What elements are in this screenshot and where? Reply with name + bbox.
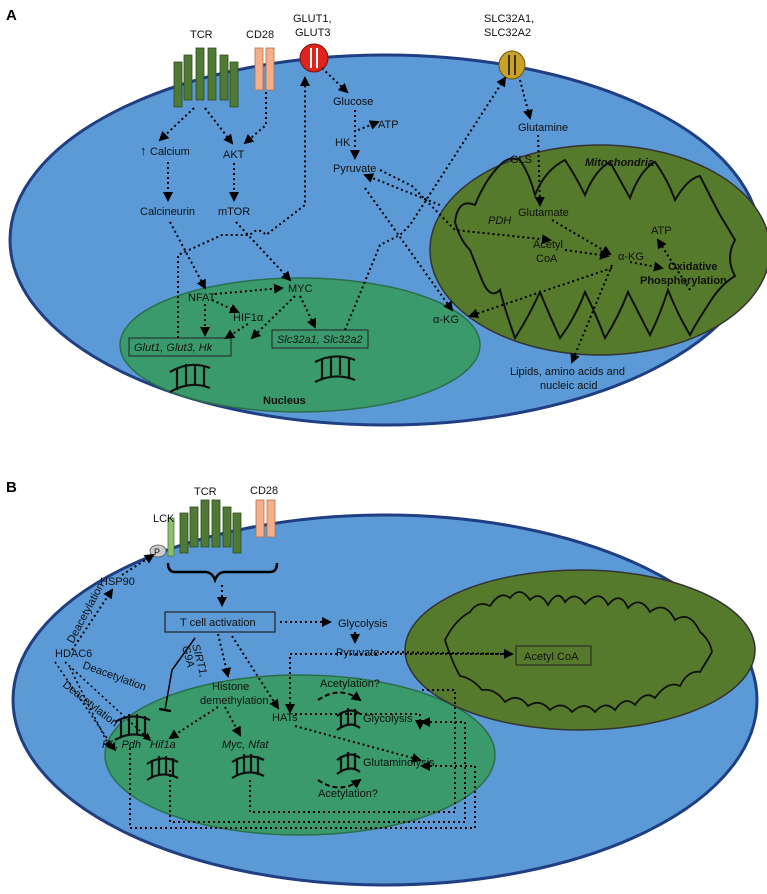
mitochondria-b-cristae [444, 591, 713, 714]
acetylation-top-label: Acetylation? [320, 678, 380, 690]
tcell-activation-box [164, 611, 276, 633]
lck-label: LCK [153, 513, 175, 525]
panel-a-arrows [158, 67, 691, 364]
cd28-label-b: CD28 [250, 485, 278, 497]
atp-label-1: ATP [378, 119, 399, 131]
akg-mito-label: α-KG [618, 251, 644, 263]
panel-b-arrows [54, 553, 514, 829]
pyruvate-label-a: Pyruvate [333, 163, 376, 175]
glycolysis-nuc-label: Glycolysis [363, 713, 413, 725]
nucleus-label: Nucleus [263, 395, 306, 407]
lck-bar [167, 517, 175, 557]
acetyl-label-line2: CoA [536, 253, 558, 265]
slc-label-line2: SLC32A2 [484, 27, 531, 39]
panel-a-label: A [6, 7, 17, 24]
mitochondria-a-cristae [453, 157, 737, 341]
glut-genes-label: Glut1, Glut3, Hk [134, 342, 213, 354]
nucleus-b [104, 674, 496, 836]
slc-label-line1: SLC32A1, [484, 13, 534, 25]
pyruvate-label-b: Pyruvate [336, 647, 379, 659]
acetyl-coa-label: Acetyl CoA [524, 651, 579, 663]
glut-label-line2: GLUT3 [295, 27, 330, 39]
tcell-activation-label: T cell activation [180, 617, 256, 629]
glut-label-line1: GLUT1, [293, 13, 332, 25]
dna-icon-b5 [336, 752, 361, 775]
hsp90-label: HSP90 [100, 576, 135, 588]
acetylation-bottom-label: Acetylation? [318, 788, 378, 800]
glycolysis-top-label: Glycolysis [338, 618, 388, 630]
myc-label: MYC [288, 283, 313, 295]
glutamate-label: Glutamate [518, 207, 569, 219]
hdac6-label: HDAC6 [55, 648, 92, 660]
histone-label-line1: Histone [212, 681, 249, 693]
atp-label-2: ATP [651, 225, 672, 237]
nucleus-a [119, 277, 481, 413]
akg-cyto-label: α-KG [433, 314, 459, 326]
calcineurin-label: Calcineurin [140, 206, 195, 218]
myc-nfat-label: Myc, Nfat [222, 739, 269, 751]
slc-genes-box [271, 329, 369, 349]
gls-label: GLS [510, 154, 532, 166]
cd28-label-a: CD28 [246, 29, 274, 41]
akt-label: AKT [223, 149, 245, 161]
slc-genes-label: Slc32a1, Slc32a2 [277, 334, 363, 346]
tcr-label-a: TCR [190, 29, 213, 41]
mitochondria-a [429, 144, 767, 356]
hk-label: HK [335, 137, 351, 149]
pdh-label: PDH [488, 215, 511, 227]
histone-label-line2: demethylation [200, 695, 269, 707]
hats-label: HATs [272, 712, 298, 724]
lipids-label-line1: Lipids, amino acids and [510, 366, 625, 378]
glutaminolysis-label: Glutaminolysis [363, 757, 435, 769]
dna-icon-b3 [231, 754, 265, 779]
hif1a-label: HIF1α [233, 312, 264, 324]
dna-icon-a2 [314, 355, 356, 383]
tcr-receptor-b [179, 499, 242, 554]
glut-genes-box [128, 337, 232, 357]
acetyl-label-line1: Acetyl [533, 239, 563, 251]
g9a-label: G9A [179, 645, 196, 669]
mitochondria-label: Mitochondria [585, 157, 654, 169]
receptor-bracket [166, 562, 279, 584]
lipids-label-line2: nucleic acid [540, 380, 597, 392]
cd28-receptor-b [255, 499, 276, 538]
glut-transporter-icon [299, 43, 329, 73]
nfat-label: NFAT [188, 292, 216, 304]
slc-transporter-icon [498, 50, 526, 80]
dna-icon-a1 [169, 363, 211, 393]
glucose-label: Glucose [333, 96, 373, 108]
glutamine-label: Glutamine [518, 122, 568, 134]
hif1a-gene-label: Hif1a [150, 739, 176, 751]
dna-icon-b2 [146, 756, 179, 781]
mtor-label: mTOR [218, 206, 250, 218]
tcr-label-b: TCR [194, 486, 217, 498]
up-arrow-glyph: ↑ [140, 143, 147, 158]
tcr-receptor-a [173, 47, 239, 108]
phospho-label: P [154, 547, 160, 557]
cd28-receptor-a [254, 47, 275, 91]
panel-b-label: B [6, 479, 17, 496]
oxphos-label-line1: Oxidative [668, 261, 718, 273]
acetyl-coa-box [515, 645, 592, 666]
calcium-label: Calcium [150, 146, 190, 158]
